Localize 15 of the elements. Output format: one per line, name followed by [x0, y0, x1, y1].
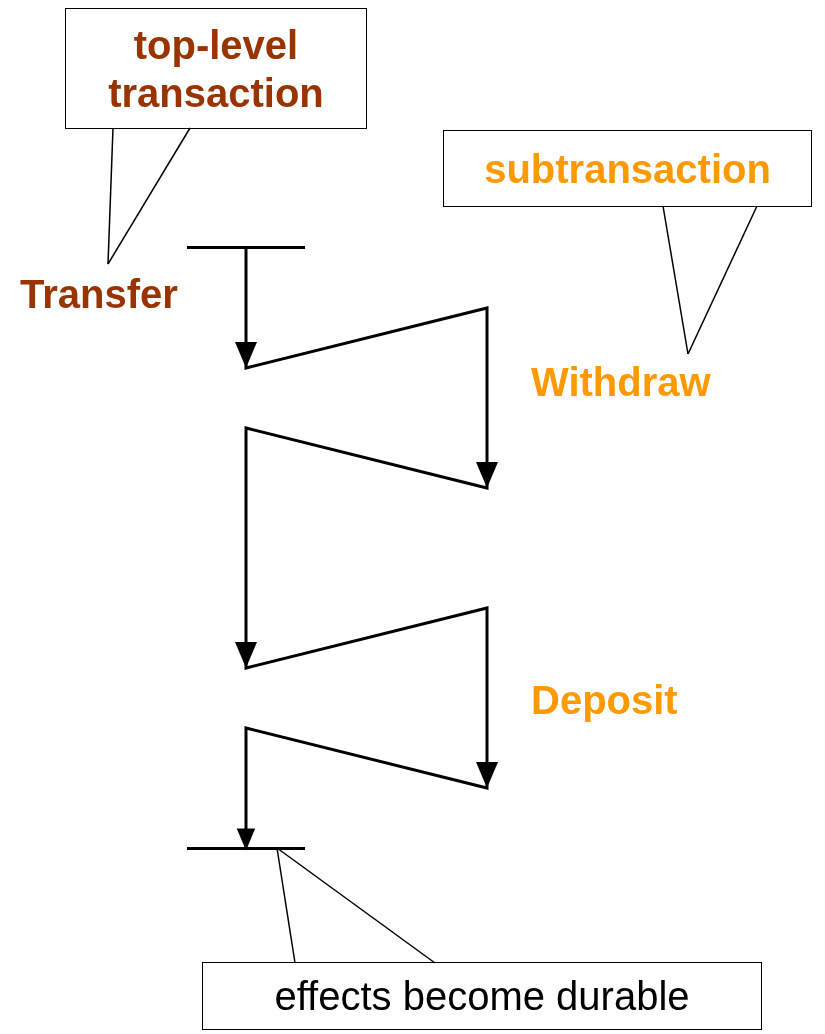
timeline-bar [187, 246, 305, 249]
callout-tail [662, 205, 758, 355]
timeline-bar [187, 847, 305, 850]
callout-tail [107, 127, 191, 265]
callout-box [65, 8, 367, 129]
zigzag-arrow [235, 249, 498, 851]
callout-text: effects become durable [274, 973, 690, 1020]
callout-box [202, 962, 762, 1030]
callout-box [443, 130, 812, 207]
process-label: Withdraw [531, 352, 751, 412]
callout-tail [276, 847, 436, 964]
callout-text: subtransaction [484, 145, 771, 193]
callout-text: top-level transaction [107, 21, 325, 117]
process-label: Deposit [531, 672, 711, 728]
process-label: Transfer [20, 262, 212, 326]
